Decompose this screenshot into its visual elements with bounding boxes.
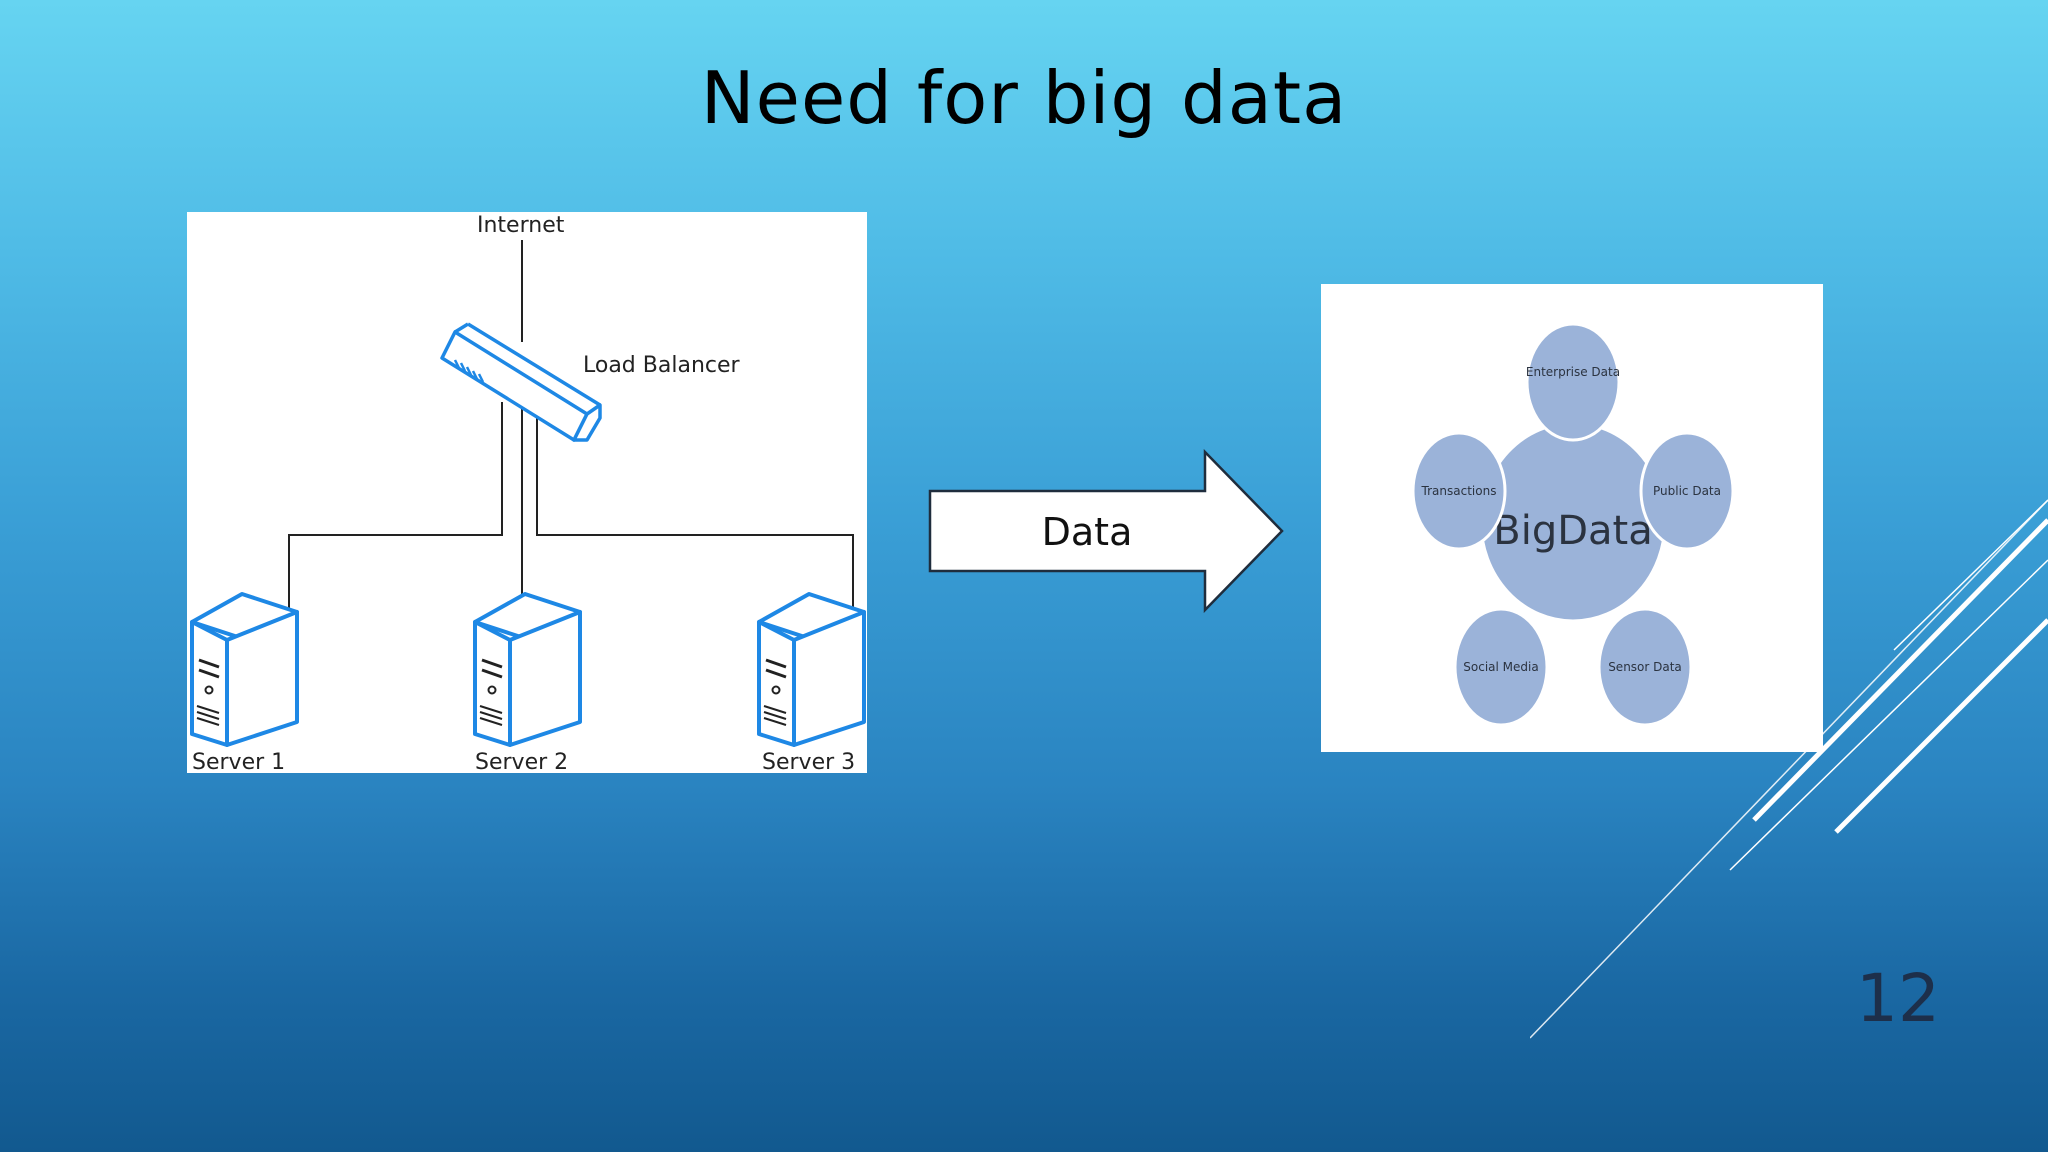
bubble-enterprise-data-label: Enterprise Data [1526, 365, 1620, 379]
server-1-icon [190, 592, 299, 747]
arrow-label: Data [1042, 510, 1133, 554]
bigdata-diagram: BigData Enterprise Data Public Data Sens… [1321, 284, 1823, 752]
bubble-transactions [1411, 431, 1507, 551]
bubble-social-media-label: Social Media [1463, 660, 1538, 674]
line-to-server-3 [536, 402, 854, 612]
bubble-sensor-data [1597, 607, 1693, 727]
connection-lines [288, 240, 854, 612]
network-diagram: Internet Load Balancer [187, 212, 867, 775]
load-balancer-icon [440, 322, 602, 442]
network-diagram-svg: Internet Load Balancer [190, 213, 866, 775]
slide-title: Need for big data [700, 56, 1348, 140]
decorative-lines [1529, 480, 2048, 1040]
bubble-transactions-label: Transactions [1421, 484, 1497, 498]
data-arrow: Data [925, 448, 1287, 614]
server-3-icon [757, 592, 866, 747]
internet-label: Internet [477, 213, 565, 238]
decorative-lines-svg [1529, 499, 2048, 1039]
bubble-social-media [1453, 607, 1549, 727]
line-to-server-1 [288, 402, 503, 610]
bigdata-center-label: BigData [1493, 508, 1652, 554]
bubble-sensor-data-label: Sensor Data [1608, 660, 1682, 674]
bubble-public-data [1639, 431, 1735, 551]
server-3-label: Server 3 [762, 750, 855, 773]
server-2-icon [473, 592, 582, 747]
load-balancer-label: Load Balancer [583, 353, 741, 378]
page-number: 12 [1856, 960, 1940, 1037]
server-1-label: Server 1 [192, 750, 285, 773]
bigdata-svg: BigData Enterprise Data Public Data Sens… [1411, 322, 1735, 727]
bubble-enterprise-data [1525, 322, 1621, 442]
bubble-public-data-label: Public Data [1653, 484, 1721, 498]
server-2-label: Server 2 [475, 750, 568, 773]
arrow-shape: Data [928, 448, 1284, 614]
